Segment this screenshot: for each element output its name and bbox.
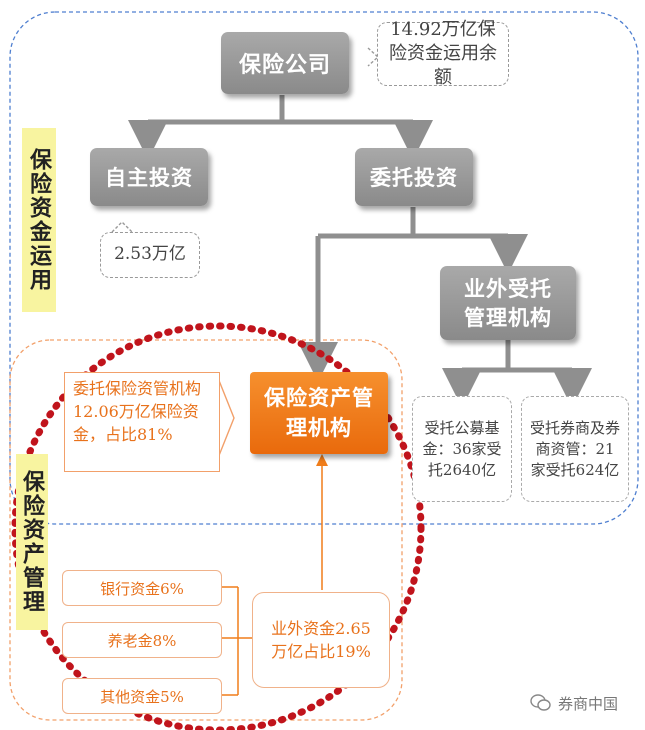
asset-management-label: 保险资产管理 [16,454,48,630]
self-investment-node: 自主投资 [90,148,208,206]
highlight-ellipse [11,322,425,730]
bank-fund-box: 银行资金6% [62,570,222,606]
other-fund-box: 其他资金5% [62,678,222,714]
fund-use-label: 保险资金运用 [22,128,56,312]
entrusted-mgmt-callout: 委托保险资管机构12.06万亿保险资金，占比81% [64,372,220,472]
insurance-company-node: 保险公司 [221,32,349,94]
watermark-text: 券商中国 [558,694,619,713]
pension-box: 养老金8% [62,622,222,658]
outside-funds-box: 业外资金2.65万亿占比19% [252,592,390,688]
entrusted-investment-node: 委托投资 [355,148,473,206]
fund-balance-callout: 14.92万亿保险资金运用余额 [377,19,509,88]
broker-callout: 受托券商及券商资管：21家受托624亿 [521,396,629,502]
fund-use-frame [9,11,639,525]
watermark: 券商中国 [530,690,618,716]
outside-entrusted-node: 业外受托管理机构 [440,266,576,340]
wechat-icon [530,694,551,711]
asset-mgmt-institution-node: 保险资产管理机构 [250,372,388,454]
self-amount-callout: 2.53万亿 [100,232,200,278]
public-fund-callout: 受托公募基金：36家受托2640亿 [412,396,512,502]
asset-mgmt-frame [9,339,403,721]
